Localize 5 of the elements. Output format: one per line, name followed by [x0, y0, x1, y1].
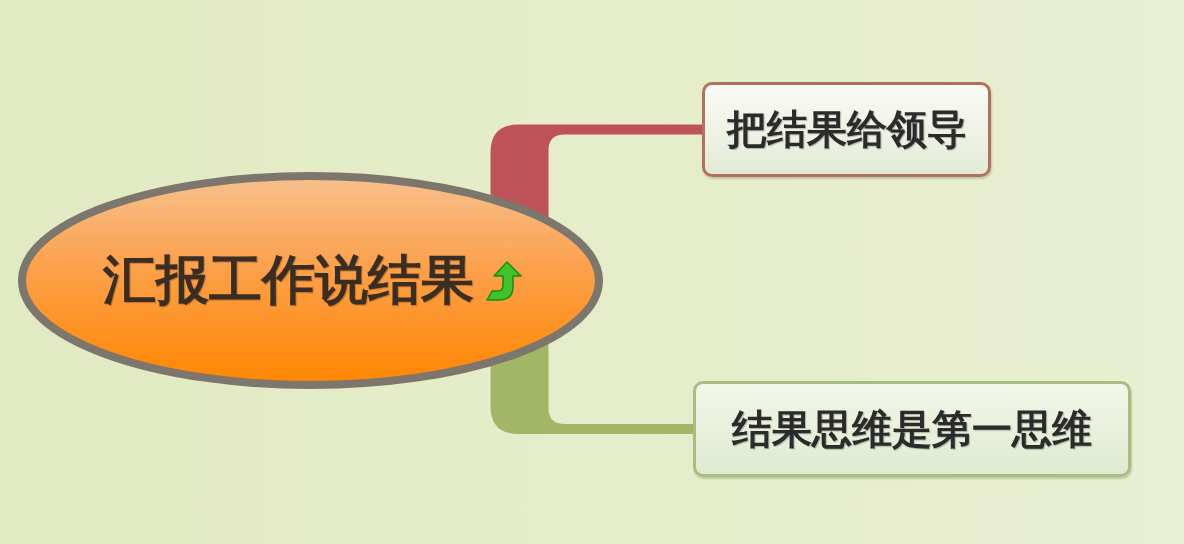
- subtopic-box: 把结果给领导: [702, 82, 991, 177]
- branch-connector: [490, 343, 693, 434]
- subtopic-box: 结果思维是第一思维: [693, 381, 1131, 477]
- branch-connector: [490, 124, 702, 218]
- topic-text: 汇报工作说结果: [103, 250, 474, 311]
